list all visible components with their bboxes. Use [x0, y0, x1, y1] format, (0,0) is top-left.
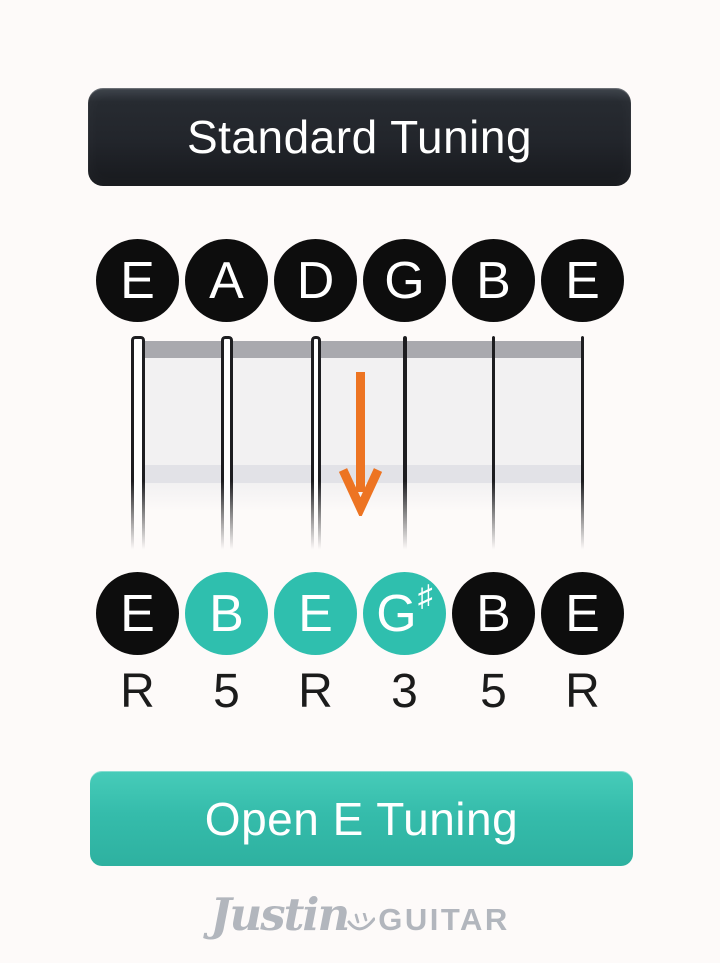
interval-label-6: R: [565, 665, 600, 718]
open-e-note-6-e: E: [541, 572, 624, 655]
standard-note-5-b: B: [452, 239, 535, 322]
open-e-note-2-b: B: [185, 572, 268, 655]
standard-tuning-button[interactable]: Standard Tuning: [88, 88, 631, 186]
logo-caps-text: GUITAR: [378, 902, 510, 937]
standard-note-3-d: D: [274, 239, 357, 322]
interval-label-3: R: [298, 665, 333, 718]
string-4-g: [402, 336, 407, 556]
interval-label-4: 3: [391, 665, 418, 718]
open-e-note-1-e: E: [96, 572, 179, 655]
string-1-e: [130, 336, 145, 556]
open-e-tuning-button[interactable]: Open E Tuning: [90, 771, 633, 866]
justinguitar-logo: Justin GUITAR: [0, 888, 720, 941]
nut-bar: [137, 341, 583, 358]
interval-label-2: 5: [213, 665, 240, 718]
open-e-tuning-button-label: Open E Tuning: [204, 792, 519, 845]
interval-label-1: R: [120, 665, 155, 718]
tune-down-arrow-icon: [338, 372, 383, 516]
interval-label-5: 5: [480, 665, 507, 718]
standard-note-1-e: E: [96, 239, 179, 322]
standard-note-6-e: E: [541, 239, 624, 322]
string-2-a: [220, 336, 233, 556]
open-e-note-5-b: B: [452, 572, 535, 655]
string-3-d: [310, 336, 321, 556]
logo-script-text: Justin: [210, 888, 350, 941]
standard-tuning-button-label: Standard Tuning: [186, 111, 533, 163]
interval-row: R 5 R 3 5 R: [0, 668, 720, 716]
open-e-note-3-e: E: [274, 572, 357, 655]
string-5-b: [492, 336, 495, 556]
standard-note-4-g: G: [363, 239, 446, 322]
open-e-note-4-g♯: G♯: [363, 572, 446, 655]
string-6-e: [581, 336, 584, 556]
standard-note-2-a: A: [185, 239, 268, 322]
smiley-icon: [347, 913, 376, 931]
